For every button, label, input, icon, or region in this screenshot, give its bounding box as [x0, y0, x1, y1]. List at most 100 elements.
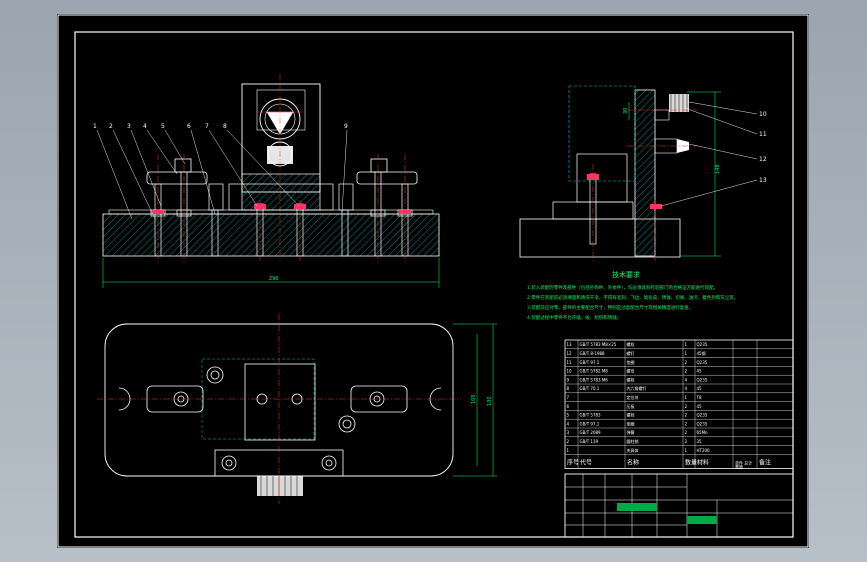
- dim-top-inner: 105: [471, 394, 477, 404]
- dim-front-width: 290: [269, 276, 279, 282]
- bom-cell-name: 螺母: [627, 368, 635, 374]
- bom-cell-material: 65Mn: [697, 430, 709, 435]
- bom-cell-qty: 4: [685, 386, 688, 391]
- bom-cell-code: GB/T 97.1: [580, 360, 600, 365]
- bom-cell-name: 圆柱销: [627, 438, 639, 444]
- tech-line-3: 3.装配前应对零、部件的主要配合尺寸，特别是过盈配合尺寸及相关精度进行复查。: [527, 304, 693, 311]
- dim-side-height: 148: [715, 164, 721, 174]
- bom-cell-no: 10: [567, 369, 573, 374]
- bom-cell-qty: 1: [685, 395, 688, 400]
- bom-cell-name: 内六角螺钉: [627, 385, 647, 391]
- front-view: 290 1 2 3 4 5 6 7 8 9: [93, 74, 440, 288]
- tech-line-4: 4.装配过程中零件不允许磕、碰、划伤和锈蚀。: [527, 314, 621, 321]
- bom-cell-code: GB/T 5783: [580, 413, 602, 418]
- tech-title: 技术要求: [612, 270, 640, 279]
- bom-cell-qty: 2: [685, 439, 688, 444]
- callout-4: 4: [143, 123, 147, 130]
- bom-cell-qty: 1: [685, 342, 688, 347]
- bom-cell-name: 螺钉: [627, 350, 635, 356]
- callout-2: 2: [109, 123, 113, 130]
- bom-cell-code: GB/T 8-1988: [580, 351, 606, 356]
- bom-cell-material: Q235: [697, 421, 708, 426]
- callout-6: 6: [187, 123, 191, 130]
- inner-frame: [74, 31, 794, 538]
- bom-cell-material: 45: [697, 404, 703, 409]
- bom-cell-material: HT200: [697, 448, 711, 453]
- bom-cell-material: T8: [696, 395, 702, 400]
- bom-cell-material: 35: [697, 439, 703, 444]
- bom-cell-no: 3: [567, 430, 570, 435]
- bom-cell-material: Q235: [697, 342, 708, 347]
- bom-cell-qty: 2: [685, 360, 688, 365]
- bom-cell-name: 垫圈: [627, 359, 635, 365]
- bom-cell-name: 螺栓: [627, 376, 635, 382]
- bom-header-qty: 数量: [685, 458, 697, 466]
- callout-1: 1: [93, 123, 97, 130]
- callout-10: 10: [759, 111, 767, 118]
- bom-cell-qty: 4: [685, 377, 688, 382]
- bom-cell-material: Q235: [697, 360, 708, 365]
- bom-cell-no: 4: [567, 421, 570, 426]
- bom-cell-material: 45: [697, 386, 703, 391]
- callout-3: 3: [127, 123, 131, 130]
- bom-cell-code: GB/T 2089: [580, 430, 602, 435]
- bom-cell-code: GB/T 5783 M8×25: [580, 342, 617, 347]
- bom-cell-qty: 1: [685, 448, 688, 453]
- bom-cell-name: 垫圈: [627, 420, 635, 426]
- bom-cell-name: 螺栓: [627, 341, 635, 347]
- bom-cell-code: GB/T 119: [580, 439, 599, 444]
- title-block: [564, 473, 794, 538]
- bom-cell-name: 定位块: [627, 394, 639, 400]
- bom-cell-no: 1: [567, 448, 570, 453]
- bom-cell-name: 压板: [627, 403, 635, 409]
- callout-13: 13: [759, 177, 767, 184]
- bom-cell-material: Q235: [697, 413, 708, 418]
- drawing-sheet: 290 1 2 3 4 5 6 7 8 9: [57, 14, 809, 548]
- tech-requirements: 技术要求 1.装入装配的零件及部件（包括外购件、外协件），均必须具有检验部门的合…: [527, 270, 738, 321]
- bom-cell-no: 2: [567, 439, 570, 444]
- bom-cell-qty: 1: [685, 351, 688, 356]
- bom-cell-code: GB/T 97.1: [580, 421, 600, 426]
- bom-cell-material: 45钢: [697, 350, 706, 356]
- bom-cell-material: Q235: [697, 377, 708, 382]
- side-view: 30 148 10 11 12 13: [519, 85, 767, 262]
- bom-cell-code: GB/T 5783 M6: [580, 377, 609, 382]
- callout-9: 9: [344, 123, 348, 130]
- bom-header-note: 备注: [759, 458, 771, 466]
- bom-cell-no: 9: [567, 377, 570, 382]
- top-view: 105 130: [97, 314, 497, 504]
- bom-cell-no: 12: [567, 351, 573, 356]
- bom-cell-no: 13: [567, 342, 573, 347]
- bom-cell-no: 7: [567, 395, 570, 400]
- bom-cell-name: 弹簧: [627, 429, 635, 435]
- bom-header-weight: 单件 总计: [735, 459, 752, 465]
- bom-header-no: 序号: [567, 458, 579, 466]
- dim-side-small: 30: [623, 108, 629, 114]
- bom-cell-no: 6: [567, 404, 570, 409]
- bom-cell-qty: 2: [685, 421, 688, 426]
- tech-line-2: 2.零件在装配前必须清理和清洗干净，不得有毛刺、飞边、氧化皮、锈蚀、切屑、油污、…: [527, 294, 738, 301]
- bom-header-material: 材料: [697, 458, 709, 466]
- bom-cell-material: 45: [697, 369, 703, 374]
- bom-cell-name: 螺栓: [627, 412, 635, 418]
- bom-cell-name: 夹具体: [627, 447, 639, 453]
- bom-cell-qty: 2: [685, 413, 688, 418]
- cad-drawing: 290 1 2 3 4 5 6 7 8 9: [57, 14, 809, 548]
- callout-11: 11: [759, 131, 767, 138]
- callout-5: 5: [161, 123, 165, 130]
- bom-cell-no: 5: [567, 413, 570, 418]
- dim-top-outer: 130: [487, 396, 493, 406]
- callout-12: 12: [759, 156, 767, 163]
- bom-cell-qty: 2: [685, 430, 688, 435]
- callout-8: 8: [223, 123, 227, 130]
- bom-cell-code: GB/T 70.1: [580, 386, 600, 391]
- bom-cell-no: 11: [567, 360, 573, 365]
- bom-cell-qty: 2: [685, 369, 688, 374]
- bom-cell-qty: 2: [685, 404, 688, 409]
- tech-line-1: 1.装入装配的零件及部件（包括外购件、外协件），均必须具有检验部门的合格证方能进…: [527, 284, 718, 291]
- outer-border: [57, 14, 809, 548]
- bom-header-weight-sub: 重量: [735, 463, 743, 469]
- bom-cell-code: GB/T 5782 M8: [580, 369, 609, 374]
